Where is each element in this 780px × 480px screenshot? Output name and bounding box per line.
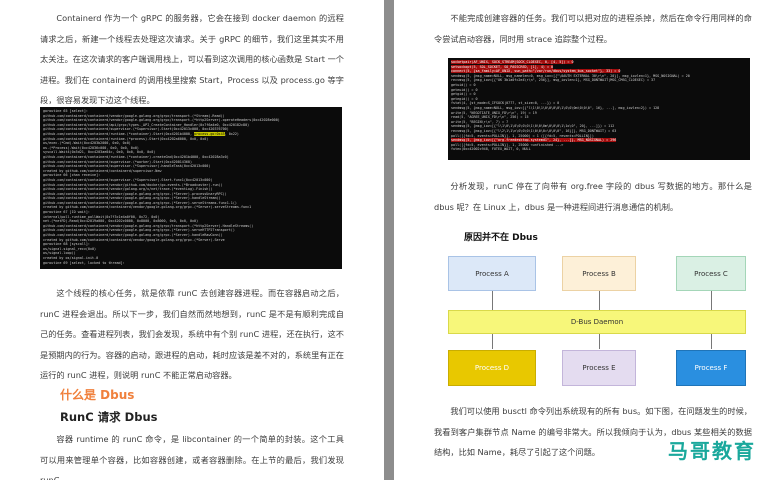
connector-d: [492, 333, 493, 349]
right-page: 不能完成创建容器的任务。我们可以把对应的进程杀掉，然后在命令行用同样的命令尝试启…: [394, 0, 780, 480]
connector-c: [711, 290, 712, 314]
diagram-title: 原因并不在 Dbus: [464, 233, 538, 243]
process-e-box: Process E: [562, 350, 636, 386]
right-terminal-screenshot: socketpair(AF_UNIX, SOCK_STREAM|SOCK_CLO…: [448, 58, 750, 160]
right-paragraph-2: 分析发现，runC 停在了向带有 org.free 字段的 dbus 写数据的地…: [434, 181, 752, 212]
left-paragraph-1: Containerd 作为一个 gRPC 的服务器，它会在接到 docker d…: [40, 13, 344, 105]
process-a-label: Process A: [475, 269, 509, 278]
right-paragraph-1: 不能完成创建容器的任务。我们可以把对应的进程杀掉，然后在命令行用同样的命令尝试启…: [434, 13, 752, 44]
process-e-label: Process E: [582, 364, 616, 372]
process-d-label: Process D: [474, 364, 510, 372]
process-c-label: Process C: [694, 269, 728, 278]
dbus-daemon-label: D-Bus Daemon: [570, 318, 624, 326]
watermark-logo: 马哥教育: [668, 439, 756, 463]
left-terminal-screenshot: goroutine 65 [select]: github.com/contai…: [40, 107, 342, 269]
connector-b: [599, 290, 600, 314]
connector-e: [599, 333, 600, 349]
connector-f: [711, 333, 712, 349]
process-b-label: Process B: [582, 269, 616, 278]
process-f-label: Process F: [694, 364, 728, 372]
process-c-box: Process C: [676, 256, 746, 291]
left-page: Containerd 作为一个 gRPC 的服务器，它会在接到 docker d…: [0, 0, 384, 480]
process-b-box: Process B: [562, 256, 636, 291]
process-a-box: Process A: [448, 256, 536, 291]
connector-a: [492, 290, 493, 314]
right-paragraph-3: 我们可以使用 busctl 命令列出系统现有的所有 bus。如下图，在问题发生的…: [434, 406, 752, 457]
process-d-box: Process D: [448, 350, 536, 386]
heading-runc-requests-dbus: RunC 请求 Dbus: [60, 410, 158, 424]
heading-what-is-dbus: 什么是 Dbus: [60, 388, 135, 402]
process-f-box: Process F: [676, 350, 746, 386]
left-paragraph-2: 这个线程的核心任务，就是依靠 runC 去创建容器进程。而在容器启动之后，run…: [40, 288, 344, 380]
dbus-daemon-box: D-Bus Daemon: [448, 310, 746, 334]
left-paragraph-3: 容器 runtime 的 runC 命令，是 libcontainer 的一个简…: [40, 434, 344, 480]
